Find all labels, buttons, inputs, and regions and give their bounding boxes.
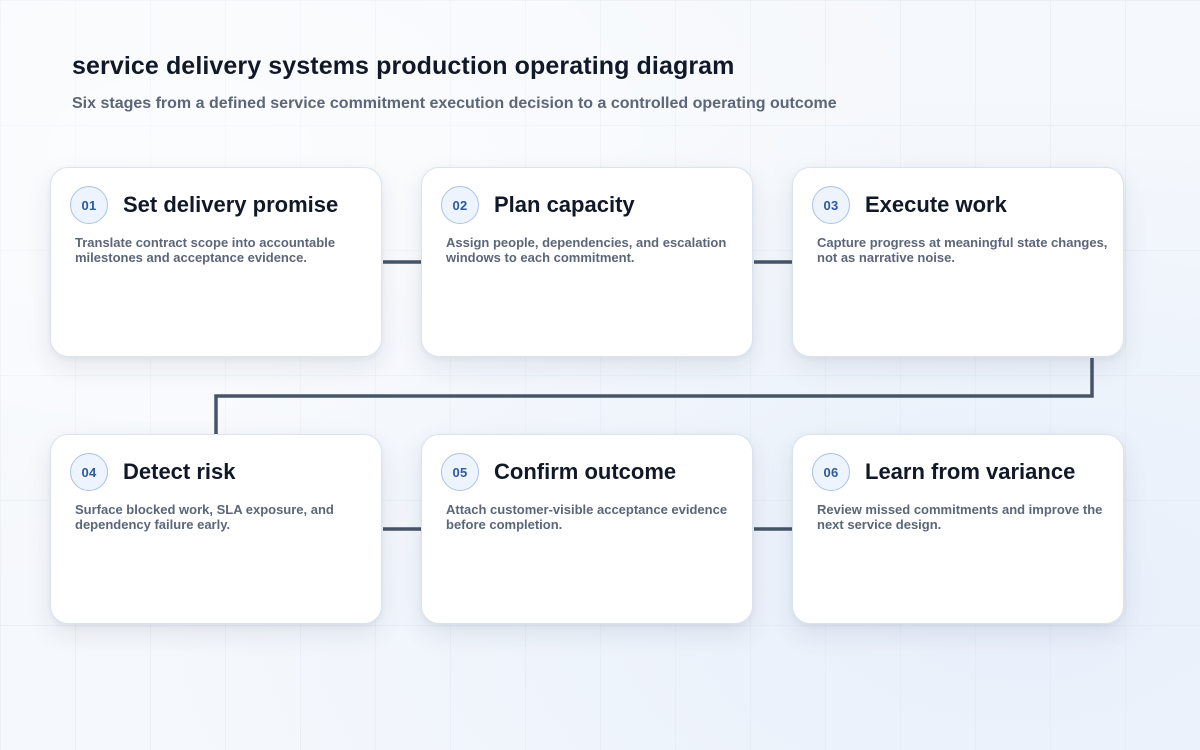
- stage-description: Surface blocked work, SLA exposure, and …: [75, 502, 334, 532]
- stage-number-badge: 05: [441, 453, 479, 491]
- stage-number-badge: 01: [70, 186, 108, 224]
- stage-description: Translate contract scope into accountabl…: [75, 235, 336, 265]
- stage-number-badge: 02: [441, 186, 479, 224]
- stage-number-badge: 03: [812, 186, 850, 224]
- stage-title: Set delivery promise: [123, 192, 339, 217]
- connector-03-04: [214, 358, 1094, 434]
- stage-title: Learn from variance: [865, 459, 1076, 484]
- stage-description: Capture progress at meaningful state cha…: [817, 235, 1108, 265]
- stage-card-06: 06 Learn from variance Review missed com…: [792, 434, 1124, 624]
- stage-number-badge: 06: [812, 453, 850, 491]
- stage-title: Confirm outcome: [494, 459, 677, 484]
- stage-card-01: 01 Set delivery promise Translate contra…: [50, 167, 382, 357]
- stage-description: Attach customer-visible acceptance evide…: [446, 502, 728, 532]
- stage-number-badge: 04: [70, 453, 108, 491]
- stage-title: Execute work: [865, 192, 1007, 217]
- stage-title: Detect risk: [123, 459, 236, 484]
- stage-card-03: 03 Execute work Capture progress at mean…: [792, 167, 1124, 357]
- diagram-title: service delivery systems production oper…: [72, 52, 735, 80]
- stage-title: Plan capacity: [494, 192, 635, 217]
- diagram-subtitle: Six stages from a defined service commit…: [72, 95, 837, 112]
- stage-card-02: 02 Plan capacity Assign people, dependen…: [421, 167, 753, 357]
- stage-card-04: 04 Detect risk Surface blocked work, SLA…: [50, 434, 382, 624]
- stage-description: Assign people, dependencies, and escalat…: [446, 235, 727, 265]
- stage-card-05: 05 Confirm outcome Attach customer-visib…: [421, 434, 753, 624]
- stage-description: Review missed commitments and improve th…: [817, 502, 1103, 532]
